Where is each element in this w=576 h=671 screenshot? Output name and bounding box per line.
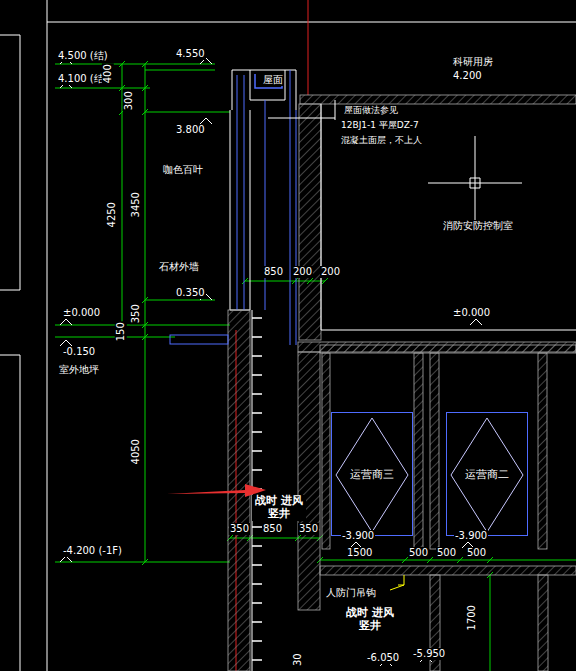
annotation: 200 — [320, 266, 341, 278]
partition — [430, 353, 439, 549]
annotation: 1500 — [346, 547, 373, 559]
crosshair — [428, 136, 522, 230]
blast-door-hook — [390, 575, 404, 590]
lower-slab — [320, 566, 576, 575]
cabinet-box: 运营商三 — [331, 412, 413, 536]
annotation: 850 — [262, 523, 283, 535]
annotation: -5.950 — [412, 648, 446, 660]
facade-wall — [230, 110, 250, 310]
room-name: 运营商二 — [463, 467, 511, 482]
annotation: 500 — [408, 547, 429, 559]
annotation: ±0.000 — [452, 307, 491, 319]
annotation: 室外地坪 — [58, 364, 100, 376]
annotation: 500 — [436, 547, 457, 559]
annotation: 350 — [298, 523, 319, 535]
dimension-text: 3450 — [130, 191, 142, 218]
parapet — [232, 70, 296, 110]
annotation: 战时 进风竖井 — [343, 607, 397, 632]
annotation: -6.050 — [366, 652, 400, 664]
annotation: -3.900 — [454, 530, 488, 542]
annotation: 科研用房 — [452, 56, 494, 68]
shaft-wall-right — [298, 352, 320, 610]
partition — [322, 353, 330, 549]
annotation: 350 — [229, 523, 250, 535]
dimension-text: 30 — [291, 653, 303, 668]
partition — [538, 353, 547, 549]
cabinet-symbol — [336, 418, 523, 532]
annotation: 0.350 — [175, 287, 206, 299]
column — [299, 104, 321, 340]
annotation: 屋面做法参见 — [343, 105, 399, 115]
annotation: 4.550 — [175, 48, 206, 60]
annotation: -0.150 — [62, 346, 96, 358]
annotation: 4.200 — [452, 70, 483, 82]
dimension-text: 350 — [130, 303, 142, 324]
annotation: 混凝土面层，不上人 — [340, 135, 423, 145]
partition — [414, 353, 423, 549]
annotation: 4.500 (结) — [57, 50, 109, 62]
annotation: 3.800 — [175, 124, 206, 136]
annotation: 12BJ1-1 平屋DZ-7 — [340, 120, 420, 130]
annotation: 石材外墙 — [158, 261, 200, 273]
annotation: 咖色百叶 — [162, 164, 204, 176]
louver-lines — [237, 70, 296, 345]
room-name: 运营商三 — [348, 467, 396, 482]
dimension-text: 400 — [102, 63, 114, 84]
ground-slab — [298, 342, 576, 352]
dimension-text: 1700 — [466, 604, 478, 631]
dimension-lines — [119, 61, 576, 671]
level-lines — [55, 64, 230, 562]
dimension-text: 4050 — [130, 438, 142, 465]
annotation: 战时 进风竖井 — [252, 495, 306, 520]
annotation: 屋面 — [262, 74, 284, 86]
stone-sill — [170, 335, 228, 344]
annotation: 消防安防控制室 — [442, 220, 514, 232]
annotation: -4.200 (-1F) — [62, 545, 123, 557]
lower-wall — [538, 575, 548, 671]
annotation: 500 — [466, 547, 487, 559]
roof-slab — [300, 95, 576, 104]
floor-line — [268, 100, 576, 330]
annotation: 人防门吊钩 — [325, 587, 377, 599]
dimension-text: 150 — [115, 321, 127, 342]
annotation: 200 — [292, 266, 313, 278]
room-slab — [320, 345, 576, 353]
dimension-text: 300 — [123, 90, 135, 111]
annotation: ±0.000 — [62, 307, 101, 319]
annotation: -3.900 — [341, 530, 375, 542]
dimension-text: 4250 — [106, 201, 118, 228]
cabinet-box: 运营商二 — [446, 412, 528, 536]
annotation: 850 — [263, 266, 284, 278]
